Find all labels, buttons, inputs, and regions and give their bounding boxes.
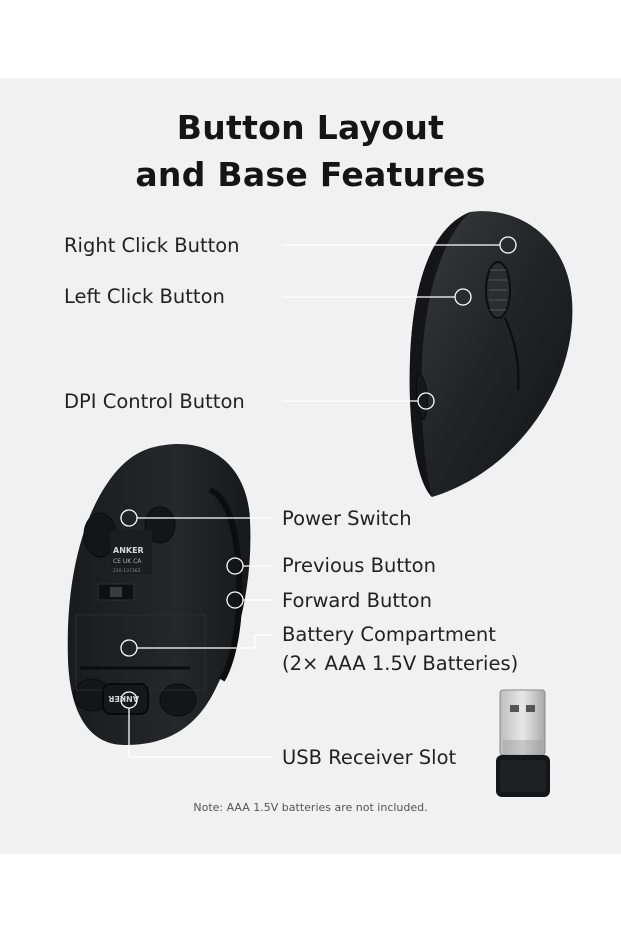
label-forward: Forward Button	[282, 589, 432, 612]
label-power-switch: Power Switch	[282, 507, 412, 530]
title-line-1: Button Layout	[176, 108, 445, 147]
usb-receiver-illustration	[496, 689, 550, 797]
base-model-text: 210-137363	[113, 568, 141, 574]
label-dpi: DPI Control Button	[64, 390, 245, 413]
mouse-base-view: ANKER CE UK CA 210-137363 ANKER	[67, 444, 251, 745]
label-left-click: Left Click Button	[64, 285, 225, 308]
label-battery-detail: (2× AAA 1.5V Batteries)	[282, 652, 519, 675]
label-previous: Previous Button	[282, 554, 436, 577]
base-cert-text: CE UK CA	[113, 558, 142, 565]
label-battery: Battery Compartment	[282, 623, 496, 646]
label-right-click: Right Click Button	[64, 234, 240, 257]
mouse-top-view	[409, 211, 573, 497]
callouts	[120, 236, 517, 758]
label-usb-slot: USB Receiver Slot	[282, 746, 457, 769]
slot-brand-text: ANKER	[108, 694, 139, 703]
title-line-2: and Base Features	[135, 155, 486, 194]
usb-slot	[102, 683, 149, 715]
base-brand-text: ANKER	[113, 546, 144, 555]
footnote: Note: AAA 1.5V batteries are not include…	[193, 801, 428, 814]
